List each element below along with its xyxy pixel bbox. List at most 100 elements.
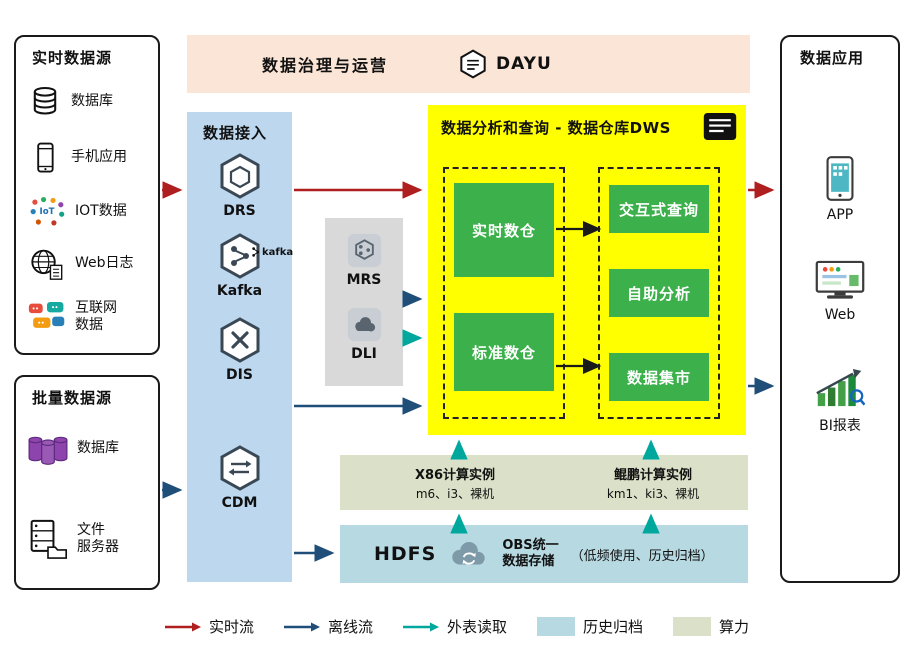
source-label: 数据库 [71, 93, 113, 110]
node-label: 交互式查询 [618, 200, 699, 219]
legend-label: 离线流 [327, 618, 373, 636]
node-label: 实时数仓 [471, 221, 536, 240]
applications-panel: 数据应用 APP Web BI报表 [780, 35, 900, 583]
governance-title: 数据治理与运营 [262, 56, 389, 75]
ingestion-label: DRS [223, 203, 256, 219]
middleware-item-dli: DLI [325, 306, 403, 362]
services-group: 交互式查询 自助分析 数据集市 [598, 167, 720, 419]
source-label: 数据库 [77, 440, 119, 457]
source-row-batch-database: 数据库 [28, 421, 154, 477]
applications-title: 数据应用 [800, 49, 865, 67]
app-item-bi: BI报表 [782, 367, 898, 435]
document-icon [703, 113, 737, 140]
source-row-file-server: 文件 服务器 [28, 509, 154, 569]
legend-archive-swatch [537, 617, 575, 636]
legend-item-external: 外表读取 [402, 616, 507, 637]
dis-hexagon-icon [220, 317, 259, 363]
node-realtime-warehouse: 实时数仓 [454, 183, 554, 277]
source-row-weblog: Web日志 [28, 241, 154, 287]
ingestion-label: CDM [221, 495, 258, 511]
obs-label: OBS统一 数据存储 [502, 538, 559, 569]
kafka-hexagon-icon [220, 233, 259, 279]
application-label: APP [826, 207, 854, 223]
legend: 实时流 离线流 外表读取 历史归档 算力 [0, 616, 914, 637]
mrs-icon [347, 233, 381, 268]
batch-sources-panel: 批量数据源 数据库 文件 服务器 [14, 375, 160, 590]
source-label: 手机应用 [71, 149, 127, 166]
legend-item-archive: 历史归档 [537, 616, 643, 637]
legend-compute-swatch [673, 617, 712, 636]
legend-label: 外表读取 [446, 618, 507, 636]
file-server-icon [30, 519, 67, 559]
compute-kunpeng-spec: km1、ki3、裸机 [606, 486, 700, 501]
ingestion-bar: 数据接入 DRS kafka Kafka DIS CDM [187, 112, 293, 582]
ingestion-label: Kafka [216, 283, 263, 299]
legend-item-realtime: 实时流 [164, 616, 254, 637]
globe-icon [31, 249, 63, 280]
ingestion-item-kafka: kafka Kafka [187, 232, 293, 299]
legend-blue-arrow-icon [283, 622, 320, 631]
iot-icon: IoT [30, 196, 65, 225]
realtime-sources-panel: 实时数据源 数据库 手机应用 IoT IOT数据 Web日志 互联网 数据 [14, 35, 160, 355]
middleware-label: MRS [346, 272, 382, 288]
kafka-wordmark: kafka [251, 246, 293, 258]
compute-x86-title: X86计算实例 [414, 467, 496, 483]
middleware-box: MRS DLI [325, 218, 403, 386]
drs-hexagon-icon [220, 153, 259, 199]
web-monitor-icon [815, 260, 865, 299]
cdm-hexagon-icon [220, 445, 259, 491]
middleware-label: DLI [351, 346, 377, 362]
dli-cloud-icon [347, 307, 381, 342]
realtime-sources-title: 实时数据源 [32, 49, 113, 67]
internet-bubbles-icon [28, 301, 65, 328]
node-data-mart: 数据集市 [609, 353, 709, 401]
legend-label: 实时流 [208, 618, 254, 636]
ingestion-item-cdm: CDM [187, 444, 292, 511]
ingestion-item-drs: DRS [187, 152, 292, 219]
source-row-internet: 互联网 数据 [28, 291, 154, 343]
warehouse-group: 实时数仓 标准数仓 [443, 167, 565, 419]
source-label: Web日志 [75, 255, 134, 272]
source-row-mobile: 手机应用 [28, 135, 154, 181]
app-phone-icon [826, 156, 854, 201]
database-icon [33, 86, 57, 115]
ingestion-label: DIS [226, 367, 253, 383]
legend-item-compute: 算力 [673, 616, 749, 637]
legend-red-arrow-icon [164, 622, 201, 631]
batch-sources-title: 批量数据源 [32, 389, 113, 407]
ingestion-item-dis: DIS [187, 316, 292, 383]
node-label: 数据集市 [626, 368, 691, 387]
dayu-hexagon-icon [460, 49, 486, 79]
application-label: BI报表 [819, 418, 861, 434]
compute-x86-spec: m6、i3、裸机 [415, 486, 495, 501]
obs-note: （低频使用、历史归档） [570, 548, 714, 564]
node-label: 标准数仓 [471, 343, 536, 362]
legend-item-offline: 离线流 [283, 616, 373, 637]
ingestion-title: 数据接入 [203, 124, 268, 142]
legend-label: 算力 [719, 618, 750, 636]
dws-title: 数据分析和查询 - 数据仓库DWS [441, 119, 671, 137]
dws-box: 数据分析和查询 - 数据仓库DWS 实时数仓 标准数仓 交互式查询 自助分析 数… [428, 105, 746, 435]
kafka-logo-icon [252, 247, 260, 257]
purple-database-icon [28, 436, 68, 465]
legend-teal-arrow-icon [402, 622, 439, 631]
compute-kunpeng: 鲲鹏计算实例 km1、ki3、裸机 [568, 464, 738, 502]
bi-chart-icon [816, 369, 865, 407]
dayu-logo: DAYU [458, 49, 552, 79]
application-label: Web [824, 307, 856, 323]
phone-icon [37, 142, 54, 173]
source-row-iot: IoT IOT数据 [28, 189, 154, 235]
dayu-label: DAYU [496, 54, 552, 74]
middleware-item-mrs: MRS [325, 232, 403, 288]
legend-label: 历史归档 [583, 618, 644, 636]
storage-box: HDFS OBS统一 数据存储 （低频使用、历史归档） [340, 525, 748, 583]
source-label: IOT数据 [75, 203, 127, 220]
node-interactive-query: 交互式查询 [609, 185, 709, 233]
source-row-database: 数据库 [28, 79, 154, 125]
obs-cloud-icon [452, 541, 486, 565]
node-self-analysis: 自助分析 [609, 269, 709, 317]
node-label: 自助分析 [626, 284, 691, 303]
node-standard-warehouse: 标准数仓 [454, 313, 554, 391]
compute-x86: X86计算实例 m6、i3、裸机 [370, 464, 540, 502]
